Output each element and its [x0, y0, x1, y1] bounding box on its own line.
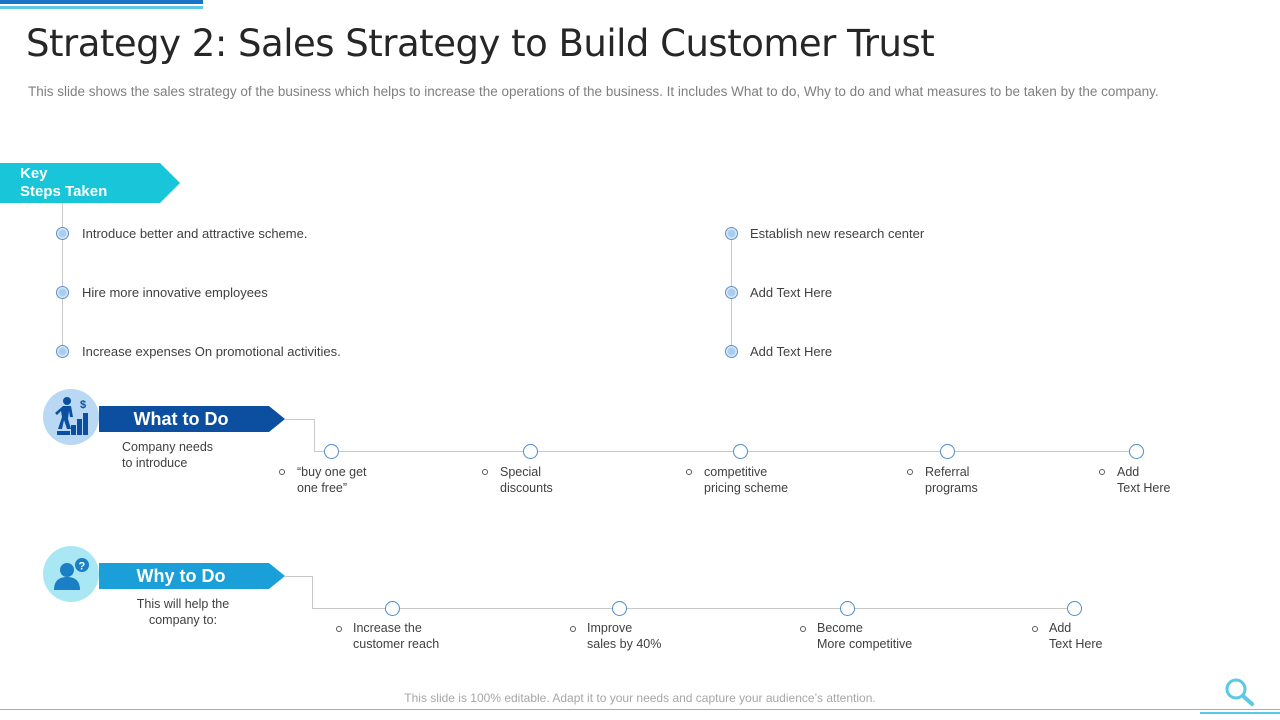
item-bullet [1099, 469, 1105, 475]
why-item-3-line2: More competitive [817, 637, 913, 651]
key-step-bullet [725, 286, 738, 299]
what-to-do-description: Company needs to introduce [122, 439, 213, 471]
key-steps-left-connector [62, 203, 63, 351]
what-to-do-banner: What to Do [99, 406, 285, 432]
what-timeline-node [523, 444, 538, 459]
key-step-left-2: Hire more innovative employees [82, 285, 268, 300]
key-step-right-3: Add Text Here [750, 344, 833, 359]
why-item-4-line1: Add [1049, 621, 1072, 635]
why-connector-h1 [285, 576, 313, 577]
what-item-1: “buy one get one free” [297, 464, 367, 496]
key-steps-label-line1: Key [20, 165, 48, 182]
person-climbing-bars-dollar-icon: $ [55, 397, 88, 435]
svg-text:?: ? [79, 561, 86, 573]
item-bullet [800, 626, 806, 632]
key-step-right-1: Establish new research center [750, 226, 925, 241]
why-timeline-line [312, 608, 1075, 609]
what-item-2-line2: discounts [500, 481, 553, 495]
why-to-do-description: This will help the company to: [120, 596, 246, 628]
key-steps-tag: Key Steps Taken [0, 163, 180, 203]
item-bullet [686, 469, 692, 475]
page-subtitle: This slide shows the sales strategy of t… [28, 84, 1159, 99]
why-to-do-icon-circle: ? [43, 546, 99, 602]
key-step-left-3: Increase expenses On promotional activit… [82, 344, 341, 359]
why-timeline-node [385, 601, 400, 616]
why-item-2: Improve sales by 40% [587, 620, 661, 652]
why-to-do-banner: Why to Do [99, 563, 285, 589]
what-item-1-line1: “buy one get [297, 465, 367, 479]
item-bullet [279, 469, 285, 475]
what-connector-v [314, 419, 315, 451]
bottom-accent-line-thick [1200, 712, 1280, 714]
what-item-4: Referral programs [925, 464, 978, 496]
what-timeline-node [324, 444, 339, 459]
key-step-left-1: Introduce better and attractive scheme. [82, 226, 308, 241]
svg-text:$: $ [80, 399, 86, 411]
why-item-1-line1: Increase the [353, 621, 422, 635]
item-bullet [482, 469, 488, 475]
top-accent-bar [0, 0, 203, 4]
footer-note: This slide is 100% editable. Adapt it to… [404, 691, 876, 705]
what-item-4-line1: Referral [925, 465, 970, 479]
page-title: Strategy 2: Sales Strategy to Build Cust… [26, 22, 935, 65]
what-item-3-line2: pricing scheme [704, 481, 789, 495]
what-connector-h1 [285, 419, 315, 420]
what-item-2-line1: Special [500, 465, 541, 479]
key-step-bullet [56, 227, 69, 240]
key-step-bullet [725, 345, 738, 358]
item-bullet [570, 626, 576, 632]
why-item-4: Add Text Here [1049, 620, 1103, 652]
why-item-2-line2: sales by 40% [587, 637, 662, 651]
why-timeline-node [840, 601, 855, 616]
what-item-5-line2: Text Here [1117, 481, 1171, 495]
what-timeline-node [733, 444, 748, 459]
why-item-3-line1: Become [817, 621, 863, 635]
key-step-bullet [56, 286, 69, 299]
item-bullet [1032, 626, 1038, 632]
why-item-1-line2: customer reach [353, 637, 440, 651]
what-to-do-desc-line2: to introduce [122, 456, 188, 470]
what-timeline-node [1129, 444, 1144, 459]
bottom-accent-line [0, 709, 1280, 710]
key-step-bullet [725, 227, 738, 240]
what-item-5-line1: Add [1117, 465, 1140, 479]
what-to-do-desc-line1: Company needs [122, 440, 214, 454]
why-item-4-line2: Text Here [1049, 637, 1103, 651]
item-bullet [907, 469, 913, 475]
why-to-do-desc-line1: This will help the [136, 597, 230, 611]
key-step-right-2: Add Text Here [750, 285, 833, 300]
search-icon [1222, 677, 1256, 707]
person-question-icon: ? [54, 558, 89, 590]
what-item-5: Add Text Here [1117, 464, 1171, 496]
what-item-1-line2: one free” [297, 481, 348, 495]
item-bullet [336, 626, 342, 632]
what-item-3: competitive pricing scheme [704, 464, 788, 496]
what-item-4-line2: programs [925, 481, 978, 495]
why-to-do-desc-line2: company to: [148, 613, 218, 627]
why-item-3: Become More competitive [817, 620, 912, 652]
what-item-2: Special discounts [500, 464, 553, 496]
why-item-1: Increase the customer reach [353, 620, 439, 652]
why-timeline-node [612, 601, 627, 616]
what-to-do-icon-circle: $ [43, 389, 99, 445]
top-accent-bar-thin [0, 6, 203, 9]
why-item-2-line1: Improve [587, 621, 633, 635]
key-steps-label-line2: Steps Taken [20, 183, 108, 200]
why-timeline-node [1067, 601, 1082, 616]
what-timeline-node [940, 444, 955, 459]
why-connector-v [312, 576, 313, 608]
key-step-bullet [56, 345, 69, 358]
what-item-3-line1: competitive [704, 465, 768, 479]
what-timeline-line [314, 451, 1137, 452]
